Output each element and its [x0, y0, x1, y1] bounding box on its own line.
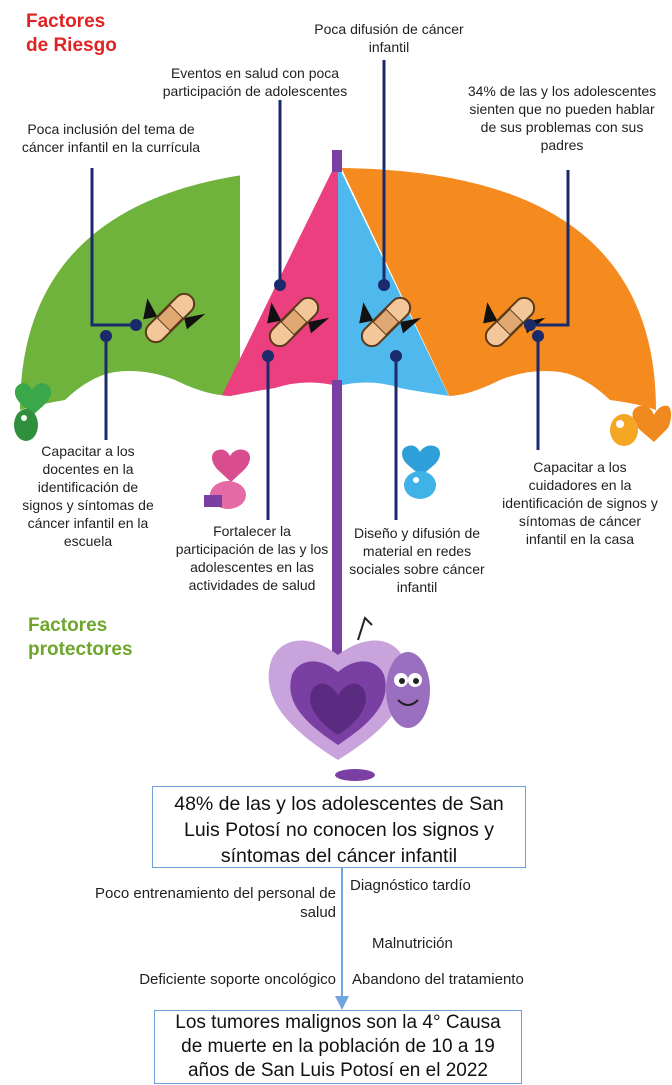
protective-connector-4 — [532, 330, 544, 450]
outcome-box: Los tumores malignos son la 4° Causa de … — [154, 1010, 522, 1084]
mascot-blue-icon — [402, 445, 440, 499]
protective-connector-1 — [100, 330, 112, 440]
bandage-icon-blue — [359, 296, 422, 348]
cause-right-1: Diagnóstico tardío — [350, 877, 471, 894]
protective-connector-2 — [262, 350, 274, 520]
umbrella-shaft — [332, 380, 342, 660]
cause-left-2: Deficiente soporte oncológico — [139, 971, 336, 988]
protective-connector-3 — [390, 350, 402, 520]
protective-factor-label-3: Diseño y difusión de material en redes s… — [349, 525, 485, 595]
risk-factors-heading: Factores de Riesgo — [26, 11, 117, 56]
cause-right-3: Abandono del tratamiento — [352, 971, 524, 988]
mascot-green-icon — [14, 383, 52, 441]
flow-arrow — [335, 866, 349, 1010]
finding-box: 48% de las y los adolescentes de San Lui… — [152, 786, 526, 868]
risk-connector-4 — [524, 170, 570, 331]
cause-right-2: Malnutrición — [372, 935, 453, 952]
protective-factor-label-4: Capacitar a los cuidadores en la identif… — [502, 459, 658, 547]
cause-left-1: Poco entrenamiento del personal de salud — [95, 885, 336, 921]
canopy-panel-pink — [200, 168, 340, 410]
risk-connector-1 — [90, 168, 142, 331]
protective-factor-label-2: Fortalecer la participación de las y los… — [175, 523, 329, 593]
risk-connector-3 — [378, 60, 390, 291]
risk-factor-label-3: Poca difusión de cáncer infantil — [314, 21, 464, 55]
bandage-icon-pink — [267, 296, 330, 348]
risk-factor-label-4: 34% de las y los adolescentes sienten qu… — [467, 83, 657, 153]
protective-factor-label-1: Capacitar a los docentes en la identific… — [22, 443, 154, 549]
risk-factor-label-2: Eventos en salud con poca participación … — [162, 65, 348, 99]
umbrella-tip — [332, 150, 342, 172]
risk-connector-2 — [274, 100, 286, 291]
risk-factor-label-1: Poca inclusión del tema de cáncer infant… — [21, 121, 201, 155]
mascot-orange-icon — [610, 405, 671, 446]
bandage-icon-green — [143, 292, 206, 344]
protective-factors-heading: Factores protectores — [28, 615, 133, 660]
mascot-pink-icon — [204, 449, 250, 509]
heart-mascot-icon — [268, 616, 430, 781]
